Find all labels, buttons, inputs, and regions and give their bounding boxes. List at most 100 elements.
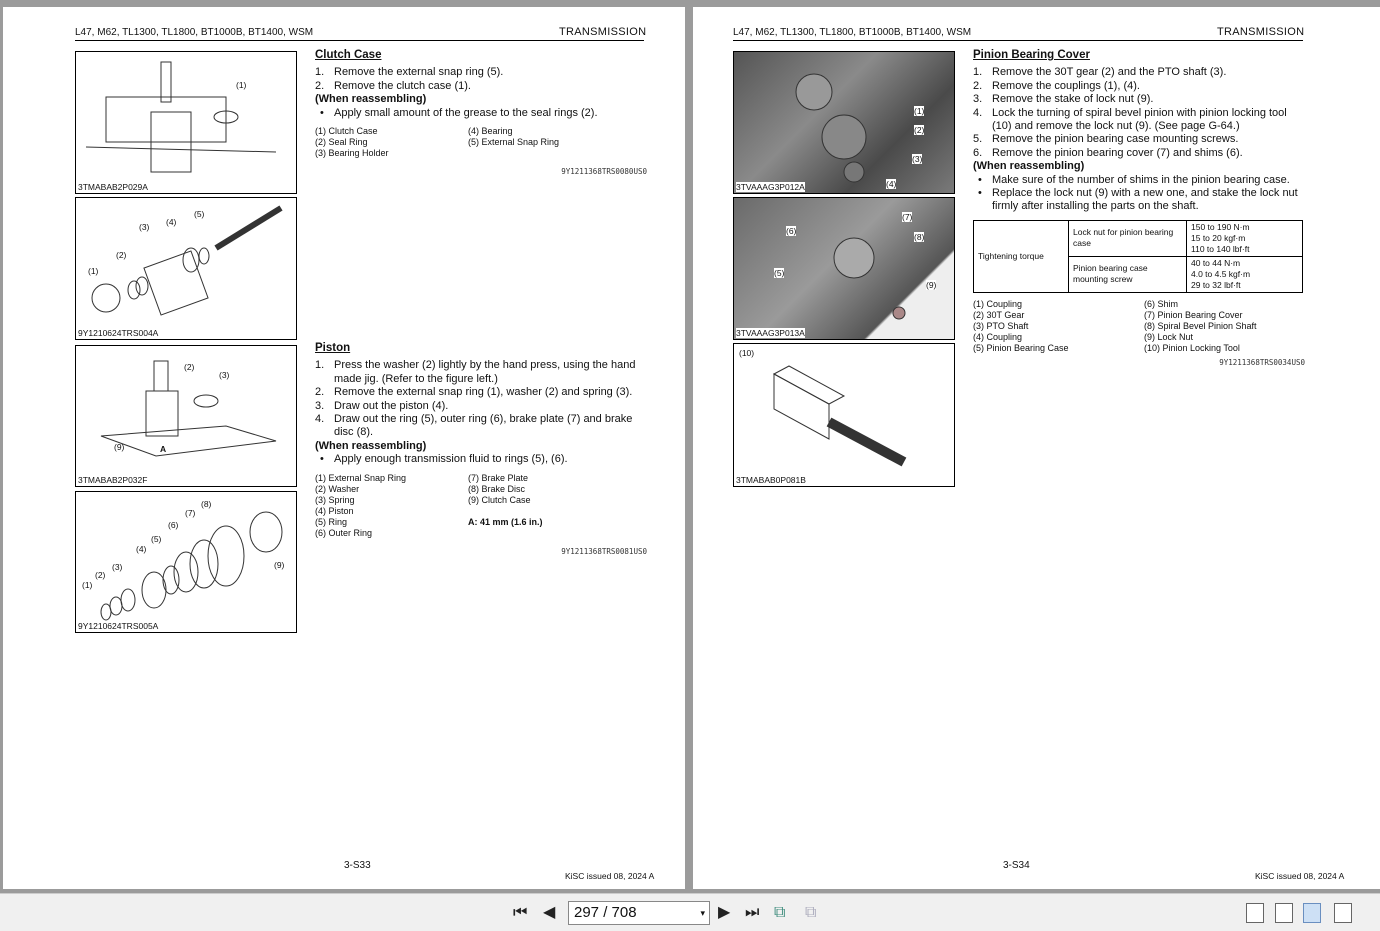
right-page: L47, M62, TL1300, TL1800, BT1000B, BT140… (693, 7, 1380, 889)
callout: (2) (95, 570, 106, 580)
step-number: 4. (315, 413, 325, 426)
torque-table: Tightening torque Lock nut for pinion be… (973, 219, 1303, 293)
legend-item: (7) Pinion Bearing Cover (1144, 309, 1243, 320)
bullet-text: Replace the lock nut (9) with a new one,… (992, 187, 1298, 213)
figure-caption: 3TVAAAG3P013A (736, 328, 805, 338)
legend-item: (6) Shim (1144, 298, 1179, 309)
legend-item: (7) Brake Plate (468, 472, 529, 483)
page-selector[interactable]: 297 / 708 ▾ (568, 901, 710, 925)
doc-code: 9Y1211368TRS0034US0 (1219, 357, 1305, 367)
parts-legend: (1) Coupling(6) Shim (2) 30T Gear(7) Pin… (973, 299, 1293, 354)
torque-value: 4.0 to 4.5 kgf·m (1191, 268, 1251, 279)
figure-clutch-case-removal: (1) 3TMABAB2P029A (75, 51, 297, 194)
legend-item: (2) Washer (315, 483, 360, 494)
section-piston: Piston 1.Press the washer (2) lightly by… (315, 342, 647, 558)
bullet-text: Apply enough transmission fluid to rings… (334, 453, 568, 466)
step-text: Remove the pinion bearing case mounting … (992, 133, 1239, 146)
legend-item: (4) Coupling (973, 331, 1023, 342)
torque-value: 150 to 190 N·m (1191, 221, 1250, 232)
legend-item: (3) Spring (315, 494, 355, 505)
figure-clutch-case-exploded: (1) (2) (3) (4) (5) 9Y1210624TRS004A (75, 197, 297, 340)
callout: (8) (914, 232, 925, 242)
callout: A (160, 444, 167, 454)
legend-item: (1) External Snap Ring (315, 472, 407, 483)
issued-note: KiSC issued 08, 2024 A (565, 871, 655, 881)
callout: (3) (219, 370, 230, 380)
legend-item: (4) Bearing (468, 126, 513, 137)
step-text: Draw out the ring (5), outer ring (6), b… (334, 413, 633, 439)
chevron-down-icon[interactable]: ▾ (700, 908, 705, 918)
callout: (4) (886, 179, 897, 189)
step-number: 4. (973, 106, 983, 119)
step-text: Press the washer (2) lightly by the hand… (334, 359, 636, 385)
reassembling-heading: (When reassembling) (315, 439, 427, 452)
step-number: 1. (315, 66, 325, 79)
torque-value: 29 to 32 lbf·ft (1191, 279, 1241, 290)
callout: (9) (926, 280, 937, 290)
page-number: 3-S33 (344, 860, 371, 871)
callout: (2) (184, 362, 195, 372)
viewer-toolbar: ⏮ ◀ 297 / 708 ▾ ▶ ⏭ ⧉ ⧉ (0, 893, 1380, 931)
callout: (1) (82, 580, 93, 590)
figure-pinion-locking-tool: (10) 3TMABAB0P081B (733, 343, 955, 487)
callout: (7) (902, 212, 913, 222)
section-title: Pinion Bearing Cover (973, 49, 1090, 61)
last-page-button[interactable]: ⏭ (745, 904, 760, 921)
page-indicator: 297 / 708 (574, 904, 637, 921)
callout: (2) (116, 250, 127, 260)
left-page: L47, M62, TL1300, TL1800, BT1000B, BT140… (3, 7, 685, 889)
callout: (3) (139, 222, 150, 232)
continuous-view-icon[interactable] (1275, 903, 1293, 923)
next-page-button[interactable]: ▶ (718, 904, 731, 921)
step-number: 2. (973, 79, 983, 92)
legend-item: (8) Spiral Bevel Pinion Shaft (1144, 320, 1257, 331)
callout: (1) (914, 106, 925, 116)
header-rule (75, 40, 644, 41)
step-text: Remove the couplings (1), (4). (992, 79, 1140, 92)
section-clutch-case: Clutch Case 1. Remove the external snap r… (315, 49, 647, 178)
section-title: Clutch Case (315, 49, 382, 61)
previous-page-button[interactable]: ◀ (543, 904, 556, 921)
doc-code: 9Y1211368TRS0081US0 (561, 546, 647, 556)
step-number: 3. (973, 93, 983, 106)
callout: (1) (236, 80, 247, 90)
single-page-view-icon[interactable] (1246, 903, 1264, 923)
header-section: TRANSMISSION (559, 26, 647, 38)
callout: (9) (114, 442, 125, 452)
step-number: 5. (973, 133, 983, 146)
callout: (5) (151, 534, 162, 544)
first-page-button[interactable]: ⏮ (513, 904, 528, 921)
legend-item: (3) Bearing Holder (315, 148, 389, 159)
figure-piston-exploded: (1) (2) (3) (4) (5) (6) (7) (8) (9) 9Y12… (75, 491, 297, 633)
bullet-text: Make sure of the number of shims in the … (992, 173, 1290, 186)
step-number: 1. (315, 359, 325, 372)
figure-caption: 3TMABAB2P029A (78, 182, 148, 192)
callout: (5) (774, 268, 785, 278)
step-number: 1. (973, 66, 983, 79)
step-text: Remove the external snap ring (5). (334, 66, 504, 79)
previous-view-icon[interactable]: ⧉ (774, 904, 786, 921)
legend-item: (9) Clutch Case (468, 494, 531, 505)
legend-item: (5) Ring (315, 516, 348, 527)
callout: (6) (168, 520, 179, 530)
torque-item: Pinion bearing case mounting screw (1068, 255, 1187, 293)
step-text: Remove the stake of lock nut (9). (992, 93, 1154, 106)
legend-item: (6) Outer Ring (315, 527, 373, 538)
step-number: 6. (973, 146, 983, 159)
doc-code: 9Y1211368TRS0080US0 (561, 167, 647, 177)
header-models: L47, M62, TL1300, TL1800, BT1000B, BT140… (75, 27, 314, 38)
step-text: Remove the external snap ring (1), washe… (334, 386, 633, 399)
legend-item: (9) Lock Nut (1144, 331, 1194, 342)
torque-value: 40 to 44 N·m (1191, 257, 1241, 268)
next-view-icon[interactable]: ⧉ (805, 904, 817, 921)
callout: (4) (136, 544, 147, 554)
bullet-text: Apply small amount of the grease to the … (334, 106, 598, 119)
legend-item: (1) Coupling (973, 298, 1023, 309)
two-page-continuous-view-icon[interactable] (1334, 903, 1352, 923)
figure-piston-press: (9) (2) (3) A 3TMABAB2P032F (75, 345, 297, 487)
parts-legend: (1) Clutch Case(4) Bearing (2) Seal Ring… (315, 126, 615, 159)
two-page-view-icon[interactable] (1303, 903, 1321, 923)
step-text: Draw out the piston (4). (334, 399, 449, 412)
torque-item: Lock nut for pinion bearing case (1068, 219, 1187, 257)
